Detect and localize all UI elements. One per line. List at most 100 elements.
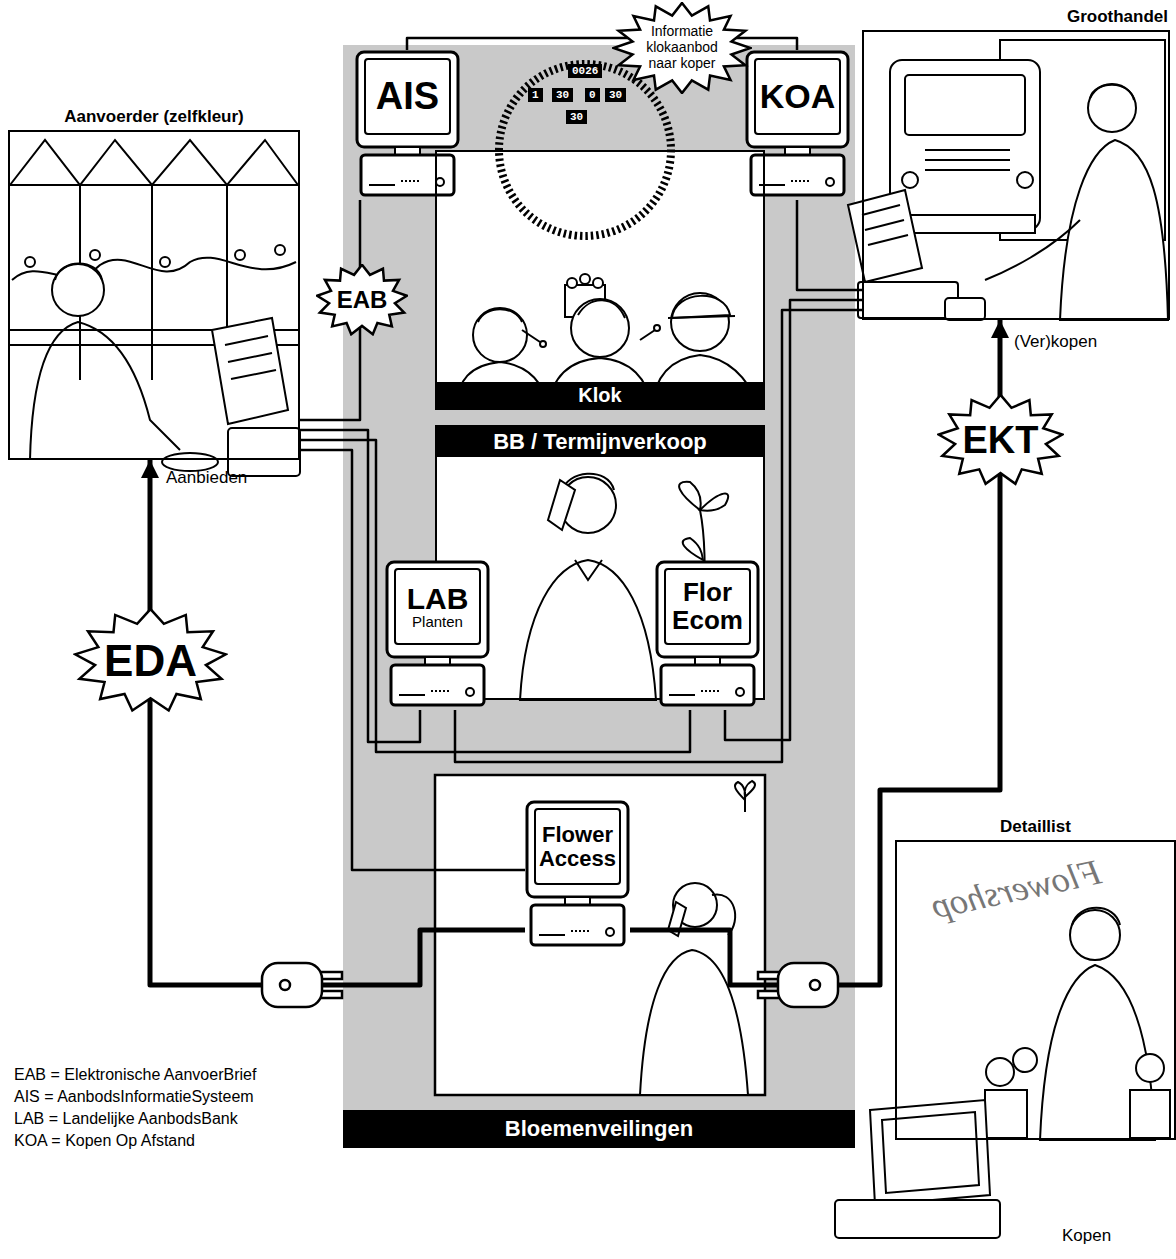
grower-and-greenhouse (225, 336, 268, 345)
connector-line (455, 310, 862, 762)
grower-and-greenhouse (275, 245, 285, 255)
florist-shop (835, 908, 1170, 1238)
grower-and-greenhouse (25, 257, 35, 267)
auction-buyers (593, 278, 603, 288)
flow-label: Aanbieden (166, 468, 247, 488)
edge-label: EKT (963, 419, 1039, 462)
monitor-frame (747, 52, 848, 147)
legend-entry: AIS = AanbodsInformatieSysteem (14, 1088, 254, 1106)
florist-shop (1013, 1048, 1037, 1072)
monitor-screen (535, 809, 620, 884)
connector (300, 450, 525, 870)
power-button (436, 178, 444, 186)
system-name: AIS (376, 77, 439, 117)
vent-dots (701, 690, 719, 692)
panel-title: Bloemenveilingen (505, 1116, 693, 1142)
florist-shop (986, 1058, 1014, 1086)
power-plug (262, 963, 342, 1007)
auction-buyers (473, 308, 527, 362)
truck-and-trader (905, 75, 1025, 135)
party-heading: Groothandel (1067, 7, 1168, 27)
monitor-screen (665, 569, 750, 644)
monitor-frame (657, 562, 758, 657)
clock-digit: 30 (552, 88, 573, 102)
drive-slot (539, 934, 565, 936)
power-button (606, 928, 614, 936)
truck-and-trader (895, 215, 1035, 233)
grower-and-greenhouse (235, 250, 245, 260)
starburst-label: EAB (316, 264, 408, 336)
computer-base (391, 665, 484, 705)
auction-buyers (654, 325, 660, 331)
monitor-screen (395, 569, 480, 644)
screen-area: KOA (755, 59, 840, 134)
arrow-head (141, 460, 159, 478)
connector-line (300, 450, 525, 870)
florist-shop (1130, 1090, 1170, 1138)
flow-label: Kopen (1062, 1226, 1111, 1246)
arrow-head (991, 320, 1009, 338)
system-name: KOA (760, 79, 836, 115)
system-name: Flor Ecom (667, 579, 748, 634)
grower-and-greenhouse (228, 353, 272, 362)
vent-dots (431, 690, 449, 692)
truck-and-trader (1090, 85, 1134, 100)
screen-area: LABPlanten (395, 569, 480, 644)
connector-line (150, 460, 525, 985)
vent-dots (791, 180, 809, 182)
truck-and-trader (868, 235, 908, 245)
grower-and-greenhouse (10, 184, 298, 186)
florist-shop (1136, 1054, 1164, 1082)
auction-buyers (672, 296, 730, 318)
starburst-label: Informatie klokaanbod naar koper (612, 2, 752, 94)
panel-ground (435, 150, 765, 410)
party-panel: Groothandel (862, 30, 1170, 320)
starburst-outline (939, 395, 1063, 484)
web-panel (435, 775, 765, 1095)
title-bar: BB / Termijnverkoop (437, 427, 763, 457)
monitor-frame (357, 52, 458, 147)
auction-buyers (567, 278, 577, 288)
florist-shop (1072, 908, 1120, 925)
florist-shop (835, 1200, 1000, 1238)
grower-and-greenhouse (90, 250, 100, 260)
grower-and-greenhouse (10, 140, 298, 185)
title-bar: Bloemenveilingen (343, 1110, 855, 1148)
starburst-outline (75, 609, 226, 710)
computer-base (661, 665, 754, 705)
truck-and-trader (925, 159, 1010, 161)
sales-person (520, 560, 656, 700)
clock-panel: Klok (435, 150, 765, 410)
auction-buyers (578, 300, 625, 318)
drive-slot (369, 184, 395, 186)
truck-and-trader (1060, 140, 1168, 320)
system-monitor: Flower Access (525, 800, 630, 950)
title-bar: Klok (437, 382, 763, 408)
monitor-screen (755, 59, 840, 134)
monitor-frame (527, 802, 628, 897)
monitor-outline (745, 50, 850, 200)
vent-dots (571, 930, 589, 932)
florist-shop (985, 1090, 1027, 1138)
grower-and-greenhouse (212, 318, 288, 424)
panel-title: BB / Termijnverkoop (493, 429, 707, 455)
edge-label: Informatie klokaanbod naar koper (640, 24, 724, 71)
screen-area: Flower Access (535, 809, 620, 884)
power-plug (758, 991, 780, 998)
power-plug (778, 963, 838, 1007)
sales-panel: BB / TermijnverkoopLABPlantenFlor Ecom (435, 425, 765, 700)
auction-buyers (671, 293, 729, 351)
power-plug (320, 991, 342, 998)
phone-operator (735, 781, 755, 812)
power-plug (758, 963, 838, 1007)
computer-base (361, 155, 454, 195)
drive-slot (759, 184, 785, 186)
sales-person (679, 482, 701, 510)
power-button (826, 178, 834, 186)
system-name: LAB (407, 583, 469, 615)
florist-shop (870, 1100, 990, 1205)
flow-label: (Ver)kopen (1014, 332, 1097, 352)
clock-digit: 0 (585, 88, 600, 102)
party-heading: Detaillist (897, 817, 1174, 837)
power-plug (320, 972, 342, 979)
